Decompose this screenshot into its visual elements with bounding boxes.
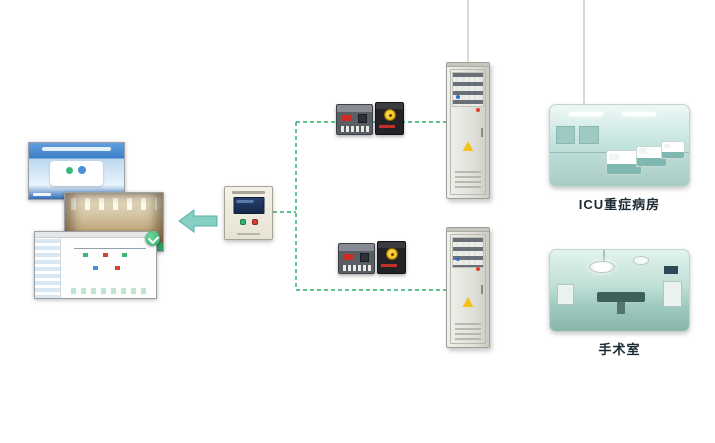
icu-ward-photo [549, 104, 690, 187]
scada-toolbar [35, 232, 156, 238]
ceiling-lights [70, 197, 158, 211]
warning-triangle-icon [462, 297, 474, 308]
ats-switch-module-icu [336, 104, 373, 135]
ats-terminal-strip [341, 265, 372, 271]
cabinet-indicator [456, 95, 460, 100]
operating-room-photo [549, 249, 690, 332]
hospital-bed [661, 141, 685, 160]
cabinet-indicator [476, 267, 480, 272]
panel-red-button [251, 219, 258, 225]
green-circle-logo-icon [145, 231, 160, 246]
ats-red-label [343, 254, 353, 260]
cabinet-handle [481, 127, 483, 137]
warning-triangle-icon [462, 141, 474, 152]
transformer-band [379, 125, 396, 128]
cabinet-cap [447, 228, 489, 232]
ats-switch-block [360, 253, 369, 262]
panel-title-text [232, 191, 265, 194]
distribution-cabinet-or [446, 227, 490, 348]
operating-room-label: 手术室 [598, 342, 641, 357]
cabinet-door [450, 234, 486, 344]
icu-ward-label: ICU重症病房 [578, 197, 661, 212]
cabinet-component-rows [452, 237, 484, 268]
dashed-bus [273, 121, 446, 291]
panel-display-screen [233, 197, 264, 214]
scada-status-chip [93, 266, 99, 271]
surgical-lamp-secondary [633, 256, 650, 266]
surgical-lamp-arm [602, 250, 605, 265]
left-arrow-icon [178, 209, 218, 233]
surgical-lamp [588, 261, 615, 274]
scada-status-chip [83, 253, 89, 258]
or-equipment-cart [556, 284, 574, 306]
cabinet-component-rows [452, 72, 484, 108]
transformer-band [381, 264, 398, 267]
screen-logo [33, 193, 51, 196]
scada-device-row [71, 288, 147, 295]
ward-ceiling-light [622, 112, 656, 116]
ats-terminal-strip [339, 126, 370, 132]
ats-red-label [341, 115, 351, 121]
bed-blanket [662, 151, 684, 159]
scada-busline [73, 247, 147, 249]
screen-title-bar [42, 147, 111, 151]
panel-footer-text [236, 233, 261, 235]
cabinet-door [450, 69, 486, 195]
scada-status-chip [122, 253, 128, 258]
isolation-transformer-module-icu [375, 102, 404, 135]
hospital-bed [605, 150, 642, 175]
ward-ceiling-light [569, 112, 603, 116]
bed-pillow [639, 148, 648, 154]
bed-blanket [606, 164, 641, 174]
ward-window [555, 126, 575, 144]
figure-dot [65, 167, 73, 175]
or-monitor [664, 266, 678, 275]
monitor-screenshot-scada [34, 231, 157, 299]
distribution-cabinet-icu [446, 62, 490, 199]
ats-switch-module-or [338, 243, 375, 274]
scada-status-chip [114, 266, 120, 271]
panel-green-button [239, 219, 246, 225]
hospital-bed [636, 145, 667, 167]
cabinet-vent [455, 171, 481, 190]
or-equipment-cart [662, 280, 683, 307]
cabinet-indicator [456, 256, 460, 261]
cabinet-indicator [476, 107, 480, 112]
cabinet-vent [455, 323, 481, 340]
screen-content-card [49, 160, 104, 186]
transformer-dial [383, 109, 396, 121]
figure-dot [77, 165, 86, 174]
transformer-dial [385, 248, 398, 260]
scada-status-chip [102, 253, 108, 258]
bed-pillow [663, 144, 670, 149]
cabinet-cap [447, 63, 489, 67]
ward-window [579, 126, 599, 144]
panel-button-row [239, 219, 258, 225]
cabinet-handle [481, 285, 483, 295]
ats-switch-block [358, 114, 367, 123]
scada-sidebar [35, 239, 61, 298]
monitor-screenshot-presentation [28, 142, 125, 200]
bed-blanket [637, 157, 666, 166]
monitoring-alarm-panel [224, 186, 273, 240]
isolation-transformer-module-or [377, 241, 406, 274]
operating-table [597, 292, 645, 314]
bed-pillow [609, 153, 619, 160]
